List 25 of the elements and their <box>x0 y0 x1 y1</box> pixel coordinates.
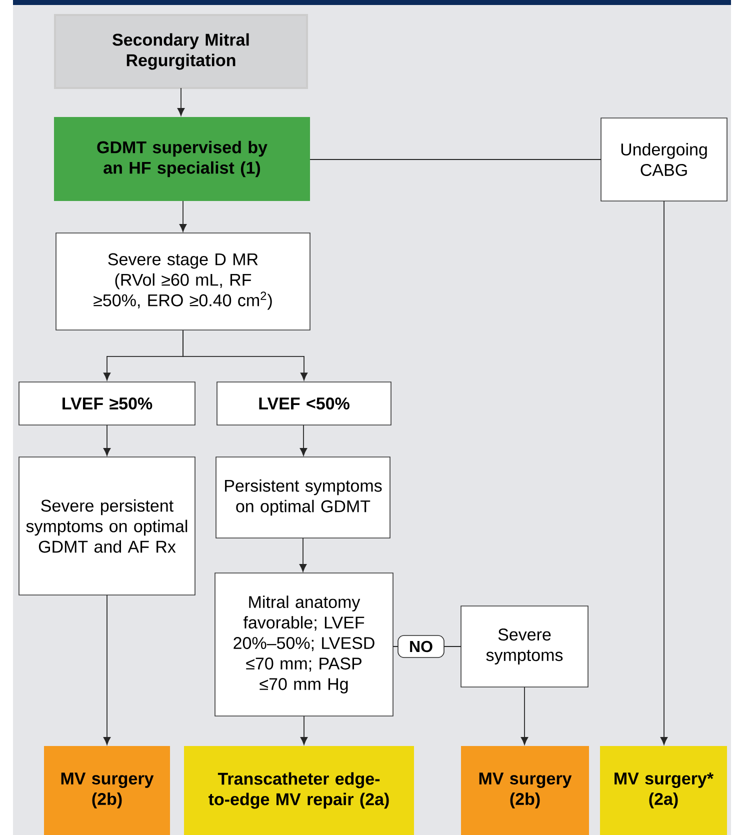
arrow <box>182 330 308 380</box>
condition-box: Undergoing CABG <box>600 118 728 202</box>
edge-label: NO <box>398 635 444 658</box>
arrow <box>103 424 111 456</box>
arrow <box>177 88 185 116</box>
arrow <box>300 424 308 456</box>
arrow <box>300 716 308 745</box>
condition-box: LVEF <50% <box>216 382 392 426</box>
arrow <box>179 200 187 232</box>
condition-box: Persistent symptoms on optimal GDMT <box>216 456 390 538</box>
arrow <box>299 538 307 572</box>
condition-box: Severe stage D MR (RVol ≥60 mL, RF ≥50%, ERO ≥0.40 cm$^{2}$) <box>56 232 310 330</box>
arrow <box>660 200 668 745</box>
recommendation-box: MV surgery* (2a) <box>600 746 727 835</box>
condition-box: Severe symptoms <box>460 606 588 688</box>
arrow <box>103 594 111 745</box>
recommendation-box: MV surgery (2b) <box>461 746 589 835</box>
recommendation-box: Transcatheter edge-to-edge MV repair (2a) <box>184 746 414 835</box>
process-box: GDMT supervised by an HF specialist (1) <box>54 117 310 201</box>
condition-box: LVEF ≥50% <box>18 382 196 426</box>
arrow <box>520 686 528 745</box>
recommendation-box: MV surgery (2b) <box>44 746 170 835</box>
condition-box: Mitral anatomy favorable; LVEF 20%–50%; LVESD ≤70 mm; PASP ≤70 mm Hg <box>214 572 394 716</box>
condition-box: Severe persistent symptoms on optimal GDMT and AF Rx <box>18 456 196 596</box>
start-box: Secondary Mitral Regurgitation <box>54 14 308 89</box>
